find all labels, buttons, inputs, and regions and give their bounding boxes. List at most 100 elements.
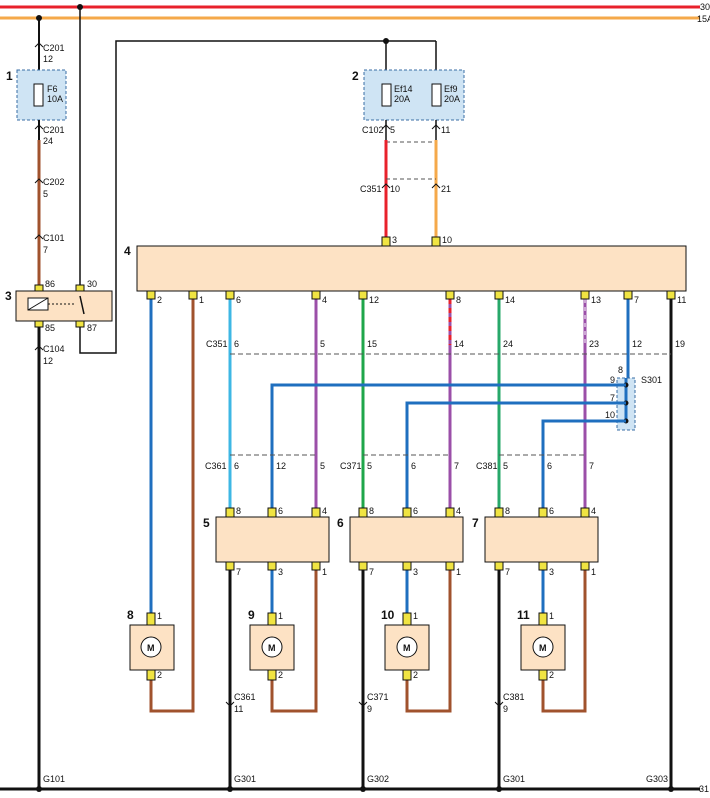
fuse-ef14-rating: 20A <box>394 94 410 104</box>
conn-pin: 6 <box>234 461 239 471</box>
component-number-6: 6 <box>337 516 344 530</box>
conn-pin: 5 <box>390 125 395 135</box>
pin <box>267 669 277 681</box>
chevron-icon <box>358 701 368 707</box>
module-pin-label: 11 <box>677 295 686 305</box>
chevron-icon <box>431 124 441 130</box>
conn-pin: 5 <box>367 461 372 471</box>
pin <box>538 612 548 626</box>
switch-pin-label: 3 <box>278 567 283 577</box>
ground-label: G301 <box>503 774 525 784</box>
switch-pin-label: 8 <box>505 506 510 516</box>
relay-contact <box>79 295 85 315</box>
conn-pin: 7 <box>589 461 594 471</box>
pin <box>538 561 548 571</box>
fuse-f6-rating: 10A <box>47 94 63 104</box>
chevron-icon <box>381 124 391 130</box>
component-number-8: 8 <box>127 608 134 622</box>
component-number-10: 10 <box>381 608 395 622</box>
component-number-9: 9 <box>248 608 255 622</box>
component-number-2: 2 <box>352 69 359 83</box>
conn-pin: 12 <box>43 54 53 64</box>
motor-pin-label: 1 <box>278 611 283 621</box>
fuse-box-2 <box>363 69 465 121</box>
splice-label: S301 <box>641 375 662 385</box>
pin <box>494 507 504 518</box>
fuse-ef14 <box>381 83 392 107</box>
pin <box>267 507 277 518</box>
conn-pin: 6 <box>411 461 416 471</box>
rail-15a-label: 15A <box>697 14 710 24</box>
conn-label: C201 <box>43 125 65 135</box>
pin <box>580 561 590 571</box>
conn-pin: 19 <box>675 339 685 349</box>
junction-dot <box>496 786 502 792</box>
fuse-f6-name: F6 <box>47 84 58 94</box>
ground-label: G303 <box>646 774 668 784</box>
motor-8: M <box>129 612 175 681</box>
pin <box>538 507 548 518</box>
splice-pin: 8 <box>618 365 623 375</box>
conn-label: C351 <box>360 184 382 194</box>
switch-module-5 <box>215 516 330 563</box>
module-pin-label: 10 <box>442 235 452 245</box>
pin <box>267 612 277 626</box>
pin <box>402 507 412 518</box>
pin <box>311 507 321 518</box>
conn-pin: 9 <box>503 704 508 714</box>
pin <box>580 290 590 300</box>
module-pin-label: 7 <box>634 295 639 305</box>
conn-pin: 11 <box>234 704 243 714</box>
conn-label: C101 <box>43 233 65 243</box>
module-pin-label: 4 <box>322 295 327 305</box>
switch-pin-label: 1 <box>456 567 461 577</box>
switch-top-pins <box>225 507 590 518</box>
component-number-5: 5 <box>203 516 210 530</box>
fuse-ef9-rating: 20A <box>444 94 460 104</box>
conn-pin: 24 <box>503 339 513 349</box>
pin <box>431 236 441 247</box>
splice-pin: 9 <box>610 375 615 385</box>
switch-module-7 <box>484 516 599 563</box>
conn-label: C381 <box>476 461 498 471</box>
switch-pin-label: 6 <box>549 506 554 516</box>
conn-label: C351 <box>206 339 228 349</box>
wire-blue <box>405 401 626 508</box>
pin <box>75 320 85 328</box>
conn-pin: 12 <box>43 356 53 366</box>
module-pin-label: 1 <box>199 295 204 305</box>
motor-icon <box>140 636 162 658</box>
chevron-icon <box>381 183 391 189</box>
chevron-icon <box>34 234 44 240</box>
conn-pin: 10 <box>390 184 400 194</box>
conn-pin: 6 <box>547 461 552 471</box>
module-pin-label: 8 <box>456 295 461 305</box>
fuse-ef9 <box>431 83 442 107</box>
component-number-4: 4 <box>124 244 131 258</box>
junction-dot <box>36 786 42 792</box>
switch-pin-label: 4 <box>322 506 327 516</box>
ground-label: G302 <box>367 774 389 784</box>
chevron-icon <box>34 42 44 48</box>
rail-30-label: 30 <box>700 2 710 12</box>
wire-brown <box>541 570 587 713</box>
motor-pin-label: 2 <box>157 670 162 680</box>
component-number-3: 3 <box>5 289 12 303</box>
junction-dot <box>227 786 233 792</box>
pin <box>402 561 412 571</box>
switch-bottom-pins <box>225 561 590 571</box>
control-module-4 <box>136 245 687 292</box>
pin <box>623 290 633 300</box>
switch-pin-label: 4 <box>591 506 596 516</box>
fuse-ef14-name: Ef14 <box>394 84 413 94</box>
rail-31-label: 31 <box>699 784 709 794</box>
pin <box>146 612 156 626</box>
motor-10: M <box>384 612 430 681</box>
conn-label: C201 <box>43 43 65 53</box>
relay-coil-mark <box>27 297 49 311</box>
switch-pin-label: 7 <box>236 567 241 577</box>
conn-pin: 5 <box>503 461 508 471</box>
conn-pin: 9 <box>367 704 372 714</box>
conn-pin: 15 <box>367 339 377 349</box>
relay-pin-label: 86 <box>45 279 55 289</box>
